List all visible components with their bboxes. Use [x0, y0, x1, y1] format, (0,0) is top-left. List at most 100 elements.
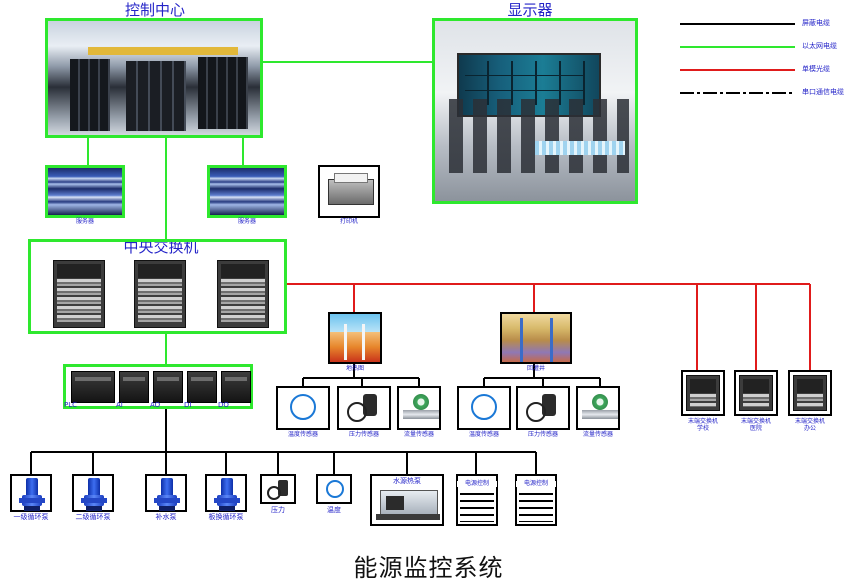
plc-rack [63, 364, 253, 409]
control-center-photo [45, 18, 263, 138]
do-label: DO [218, 401, 229, 409]
water-source-heat-pump-label: 水源热泵 [393, 477, 421, 485]
core-switch-rack-2 [134, 260, 186, 328]
pressure-sensor-2 [516, 386, 570, 430]
edge-switch-rack-icon [739, 375, 773, 411]
rack-row-center [126, 61, 186, 131]
edge-switch-office-label: 末端交换机 办公 [785, 418, 835, 432]
ao-module [153, 371, 183, 403]
well-pipe-3 [520, 318, 523, 362]
edge-switch-office-type: 末端交换机 [794, 418, 825, 425]
power-control-icon [460, 488, 494, 522]
pressure-sensor-1 [337, 386, 391, 430]
printer-label: 打印机 [339, 218, 358, 225]
core-switch-label: 中央交换机 [123, 238, 199, 256]
flow-sensor-2 [576, 386, 620, 430]
legend-label-fiber: 单模光缆 [802, 65, 830, 73]
edge-switch-hospital-label: 末端交换机 医院 [731, 418, 781, 432]
plate-exchanger-pump-label: 板换循环泵 [208, 513, 244, 521]
core-switch-group [28, 239, 287, 334]
flow-sensor-icon [582, 392, 618, 426]
temp-sensor-1 [276, 386, 330, 430]
strata-image [502, 314, 570, 362]
reinjection-well-map [500, 312, 572, 364]
plc-module [71, 371, 115, 403]
di-module [187, 371, 217, 403]
server-2 [207, 165, 287, 218]
core-switch-rack-1 [53, 260, 105, 328]
ai-label: AI [116, 401, 123, 409]
flow-sensor-2-label: 流量传感器 [582, 431, 613, 438]
reinjection-well-label: 回灌井 [526, 365, 545, 372]
geothermal-map [328, 312, 382, 364]
fiber-links [286, 283, 811, 370]
temperature-sensor-icon [290, 394, 316, 420]
rack-row-right [198, 57, 248, 129]
pressure-cable-icon [347, 402, 367, 422]
display-label: 显示器 [507, 1, 553, 19]
control-center-label: 控制中心 [124, 1, 185, 19]
server-1-label: 服务器 [75, 218, 94, 225]
flow-sensor-1-label: 流量传感器 [403, 431, 434, 438]
flow-sensor-icon [403, 392, 439, 426]
pressure-gauge-label: 压力 [271, 506, 285, 514]
edge-switch-school-site: 学校 [696, 425, 709, 433]
power-control-1 [456, 474, 498, 526]
geothermal-map-label: 地热图 [345, 365, 364, 372]
video-wall-grid [465, 61, 585, 105]
temp-sensor-1-label: 温度传感器 [287, 431, 318, 438]
water-source-heat-pump [370, 474, 444, 526]
flow-sensor-1 [397, 386, 441, 430]
legend-label-serial: 串口通信电缆 [802, 88, 844, 96]
well-pipe-2 [362, 324, 365, 360]
server-2-image [210, 168, 284, 215]
temperature-sensor-icon [326, 480, 344, 498]
makeup-water-pump [145, 474, 187, 512]
temp-sensor-2 [457, 386, 511, 430]
printer [318, 165, 380, 218]
diagram-title: 能源监控系统 [353, 554, 504, 582]
edge-switch-rack-icon [686, 375, 720, 411]
paper-icon [334, 173, 368, 183]
temp-sensor-2-label: 温度传感器 [468, 431, 499, 438]
server-1 [45, 165, 125, 218]
pressure-cable-icon [526, 402, 546, 422]
pressure-sensor-icon [278, 480, 288, 496]
edge-switch-office-site: 办公 [803, 425, 816, 433]
secondary-circulation-pump-label: 二级循环泵 [75, 513, 111, 521]
core-switch-rack-3 [217, 260, 269, 328]
plate-exchanger-pump [205, 474, 247, 512]
shielded-links [30, 364, 601, 474]
pump-icon [19, 478, 45, 512]
edge-switch-school-label: 末端交换机 学校 [678, 418, 728, 432]
server-2-label: 服务器 [237, 218, 256, 225]
edge-switch-hospital-type: 末端交换机 [740, 418, 771, 425]
server-1-image [48, 168, 122, 215]
pressure-cable-icon [267, 486, 281, 500]
power-control-1-label: 电源控制 [457, 481, 497, 487]
water-bottles [535, 141, 625, 155]
display-photo [432, 18, 638, 204]
ai-module [119, 371, 149, 403]
temperature-probe-label: 温度 [327, 506, 341, 514]
plc-label: PLC [64, 401, 78, 409]
edge-switch-hospital-site: 医院 [749, 425, 762, 433]
well-pipe-4 [550, 318, 553, 362]
makeup-water-pump-label: 补水泵 [155, 513, 177, 521]
cable-tray [88, 47, 238, 55]
power-control-2-label: 电源控制 [516, 481, 556, 487]
pump-icon [154, 478, 180, 512]
geothermal-sky [330, 314, 380, 332]
edge-switch-hospital [734, 370, 778, 416]
edge-switch-school [681, 370, 725, 416]
edge-switch-rack-icon [793, 375, 827, 411]
pressure-sensor-1-label: 压力传感器 [348, 431, 379, 438]
geothermal-ground [330, 332, 380, 362]
control-panel-icon [386, 496, 404, 510]
well-pipe-1 [344, 324, 347, 360]
primary-circulation-pump-label: 一级循环泵 [13, 513, 49, 521]
pump-icon [214, 478, 240, 512]
primary-circulation-pump [10, 474, 52, 512]
heat-pump-base [376, 514, 440, 520]
